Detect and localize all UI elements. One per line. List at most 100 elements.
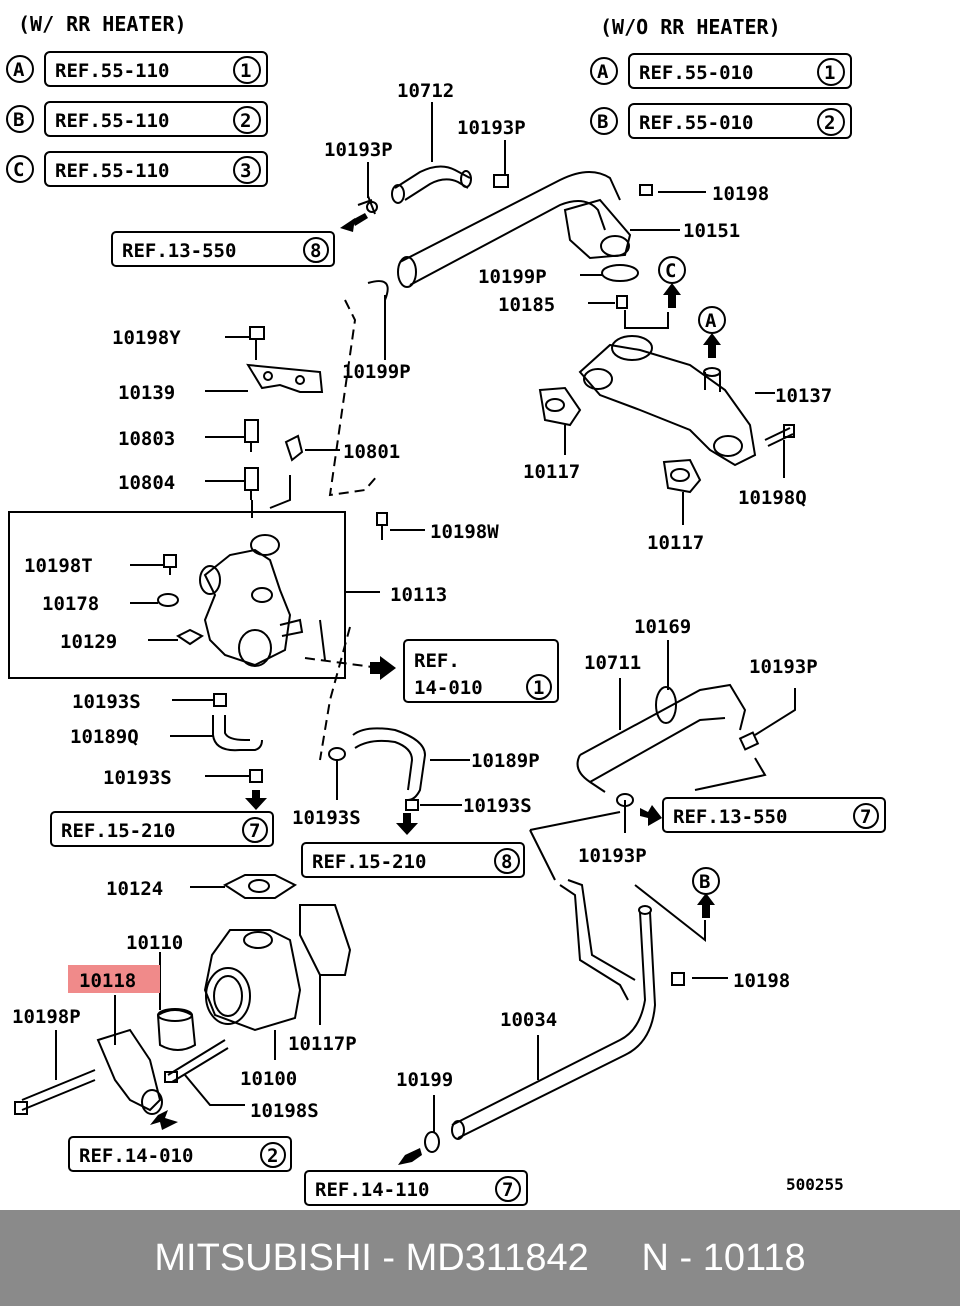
right-ref-a-text: REF.55-010 [639,62,753,84]
connector-c: C [658,256,686,284]
left-ref-b-text: REF.55-110 [55,110,169,132]
part-label: 10113 [390,584,447,606]
part-label: 10139 [118,382,175,404]
lower-thermostat-assembly [14,874,352,1115]
part-label: 10117 [647,532,704,554]
footer-brand: MITSUBISHI [154,1236,372,1279]
footer-bar: MITSUBISHI - MD311842 N - 10118 [0,1210,960,1306]
left-ref-b-letter: B [13,109,24,131]
part-label: 10198T [24,555,93,577]
part-label: 10178 [42,593,99,615]
connector-a: A [698,306,726,334]
part-label: 10198S [250,1100,319,1122]
direction-arrows [150,213,721,1165]
part-label: 10193P [578,845,647,867]
ref-box-text: REF. [414,650,460,672]
water-pipe-10034 [424,879,685,1153]
part-label: 10198Q [738,487,807,509]
part-label: 10117P [288,1033,357,1055]
ref-box-14-010-2: REF.14-010 2 [68,1136,292,1172]
ref-box-num: 2 [267,1145,278,1167]
left-ref-c-num: 3 [240,160,251,182]
detail-box-10113 [8,511,346,679]
part-label: 10193S [463,795,532,817]
connector-c-letter: C [665,260,676,282]
part-label: 10199P [478,266,547,288]
ref-box-num: 8 [501,851,512,873]
ref-box-text: REF.14-010 [79,1145,193,1167]
right-ref-b-num: 2 [824,112,835,134]
upper-pipe-assembly [357,165,653,309]
right-ref-b-letter: B [597,111,608,133]
ref-box-15-210-8: REF.15-210 8 [301,842,525,878]
connector-b-letter: B [699,871,710,893]
part-label: 10199 [396,1069,453,1091]
header-without-heater: (W/O RR HEATER) [600,15,781,39]
hoses-10189 [212,693,427,811]
thermostat-housing-10113 [157,512,388,667]
left-ref-c: C REF.55-110 3 [6,151,268,187]
part-label: 10034 [500,1009,557,1031]
manifold-10137 [538,335,795,494]
ref-box-14-010-1: REF. 14-010 1 [403,639,559,703]
left-ref-c-text: REF.55-110 [55,160,169,182]
right-ref-a-num: 1 [824,62,835,84]
ref-box-num: 1 [533,677,544,699]
left-ref-a-letter: A [13,59,25,81]
ref-box-text: REF.14-110 [315,1179,429,1201]
left-ref-a-text: REF.55-110 [55,60,169,82]
part-label: 10169 [634,616,691,638]
header-with-heater: (W/ RR HEATER) [18,12,187,36]
left-ref-b: B REF.55-110 2 [6,101,268,137]
ref-box-13-550-8: REF.13-550 8 [111,231,335,267]
part-label: 10198 [712,183,769,205]
left-ref-a-num: 1 [240,60,251,82]
ref-box-15-210-7: REF.15-210 7 [50,811,274,847]
ref-box-13-550-7: REF.13-550 7 [662,797,886,833]
part-label: 10198 [733,970,790,992]
part-label: 10129 [60,631,117,653]
target-part-highlight [68,965,160,993]
left-ref-a: A REF.55-110 1 [6,51,268,87]
ref-box-num: 7 [502,1179,513,1201]
ref-box-num: 7 [860,806,871,828]
part-label: 10193P [749,656,818,678]
part-label: 10193P [457,117,526,139]
part-label: 10189Q [70,726,139,748]
part-label-10118: 10118 [79,970,136,992]
footer-part-number: MD311842 [405,1236,589,1279]
left-ref-b-num: 2 [240,110,251,132]
part-label: 10801 [343,441,400,463]
part-label: 10803 [118,428,175,450]
part-label: 10193S [292,807,361,829]
left-ref-c-letter: C [13,159,24,181]
diagram-code: 500255 [786,1175,844,1194]
connector-b: B [692,867,720,895]
pipe-10711 [576,683,760,807]
ref-box-num: 7 [249,820,260,842]
part-label: 10804 [118,472,175,494]
part-label: 10199P [342,361,411,383]
part-label: 10137 [775,385,832,407]
ref-box-text: REF.15-210 [312,851,426,873]
ref-box-text: REF.13-550 [673,806,787,828]
part-label: 10193S [72,691,141,713]
part-label: 10100 [240,1068,297,1090]
footer-gap [589,1237,642,1280]
part-label: 10198P [12,1006,81,1028]
part-labels: 10712 10193P 10193P 10198 10151 10199P 1… [12,80,832,1122]
part-label: 10198W [430,521,499,543]
part-label: 10711 [584,652,641,674]
ref-box-text: REF.13-550 [122,240,236,262]
footer-diagram-ref: N - 10118 [641,1236,806,1279]
footer-separator: - [371,1236,406,1279]
bracket-and-sensors [244,326,324,500]
right-ref-a: A REF.55-010 1 [590,53,852,89]
part-label: 10712 [397,80,454,102]
right-ref-b-text: REF.55-010 [639,112,753,134]
ref-box-14-110-7: REF.14-110 7 [304,1170,528,1206]
part-label: 10185 [498,294,555,316]
parts-diagram: (W/ RR HEATER) (W/O RR HEATER) A REF.55-… [6,12,886,1206]
part-label: 10151 [683,220,740,242]
part-label: 10193S [103,767,172,789]
